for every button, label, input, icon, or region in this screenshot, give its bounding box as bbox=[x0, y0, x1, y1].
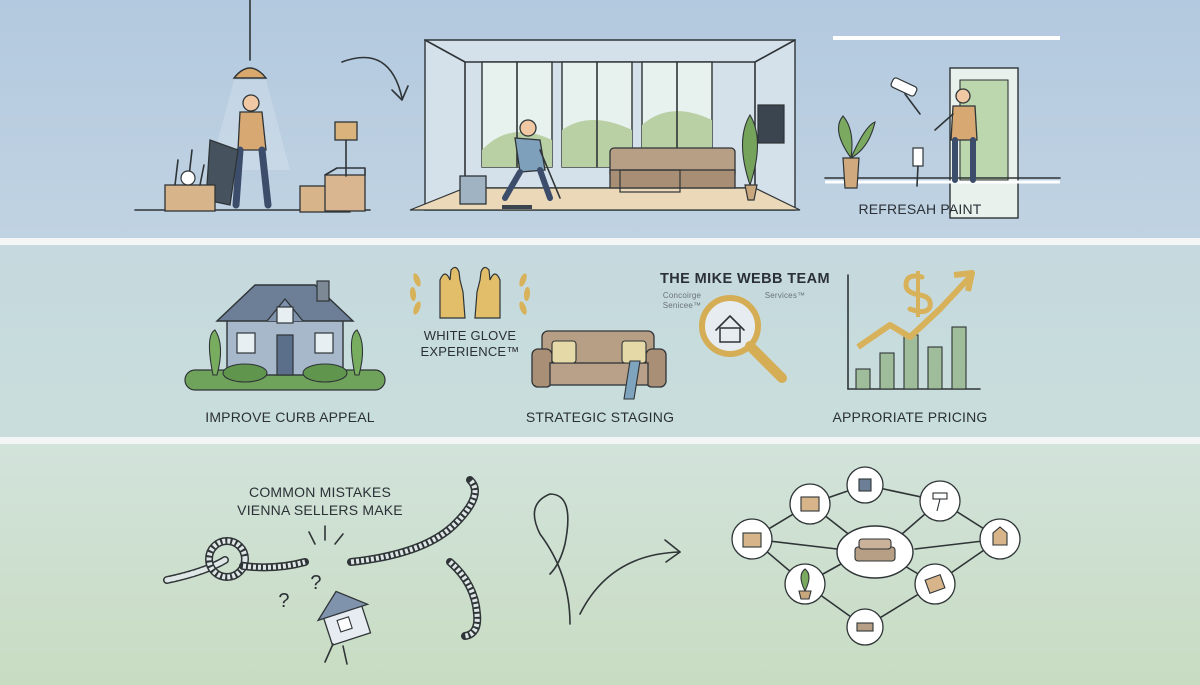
team-name: THE MIKE WEBB TEAM bbox=[660, 271, 830, 287]
divider bbox=[0, 238, 1200, 245]
paint-scene bbox=[824, 36, 1061, 219]
pricing-label: APPRORIATE PRICING bbox=[832, 409, 988, 425]
magnifier-icon bbox=[699, 295, 787, 383]
growth-chart-icon bbox=[847, 270, 981, 390]
white-glove-line2: EXPERIENCE™ bbox=[420, 344, 520, 359]
rope-knot-icon bbox=[163, 476, 482, 665]
arrow-icon bbox=[533, 493, 681, 625]
moving-boxes-icon bbox=[164, 149, 366, 213]
paint-roller-icon bbox=[890, 77, 924, 187]
staging-label: STRATEGIC STAGING bbox=[525, 409, 675, 425]
gloves-icon bbox=[409, 266, 531, 319]
declutter-scene bbox=[134, 0, 371, 213]
mistakes-line1: COMMON MISTAKES bbox=[249, 484, 391, 500]
laurel-icon bbox=[409, 273, 531, 315]
divider bbox=[0, 437, 1200, 444]
network-icon bbox=[731, 466, 1021, 646]
question-mark-1: ? bbox=[310, 572, 322, 594]
clean-room-scene bbox=[409, 39, 801, 211]
arrow-icon bbox=[341, 56, 409, 101]
mistakes-line2: VIENNA SELLERS MAKE bbox=[237, 502, 403, 518]
curb-label: IMPROVE CURB APPEAL bbox=[205, 409, 375, 425]
team-sub-left-1: Concoirge bbox=[662, 291, 702, 300]
house-icon bbox=[184, 280, 386, 391]
declutter-panel: REFRESAH PAINT bbox=[0, 0, 1200, 238]
question-mark-2: ? bbox=[278, 590, 290, 612]
team-sub-left-2: Senicee™ bbox=[662, 301, 702, 310]
white-glove-line1: WHITE GLOVE bbox=[423, 328, 517, 343]
team-sub-right: Services™ bbox=[764, 291, 806, 300]
dollar-icon bbox=[903, 271, 933, 317]
sofa-icon bbox=[531, 330, 667, 400]
mistakes-panel: COMMON MISTAKES VIENNA SELLERS MAKE ? ? bbox=[0, 444, 1200, 685]
selling-tips-panel: IMPROVE CURB APPEAL WHITE GLOVE EXPERIEN… bbox=[0, 245, 1200, 437]
paint-label: REFRESAH PAINT bbox=[858, 201, 982, 217]
